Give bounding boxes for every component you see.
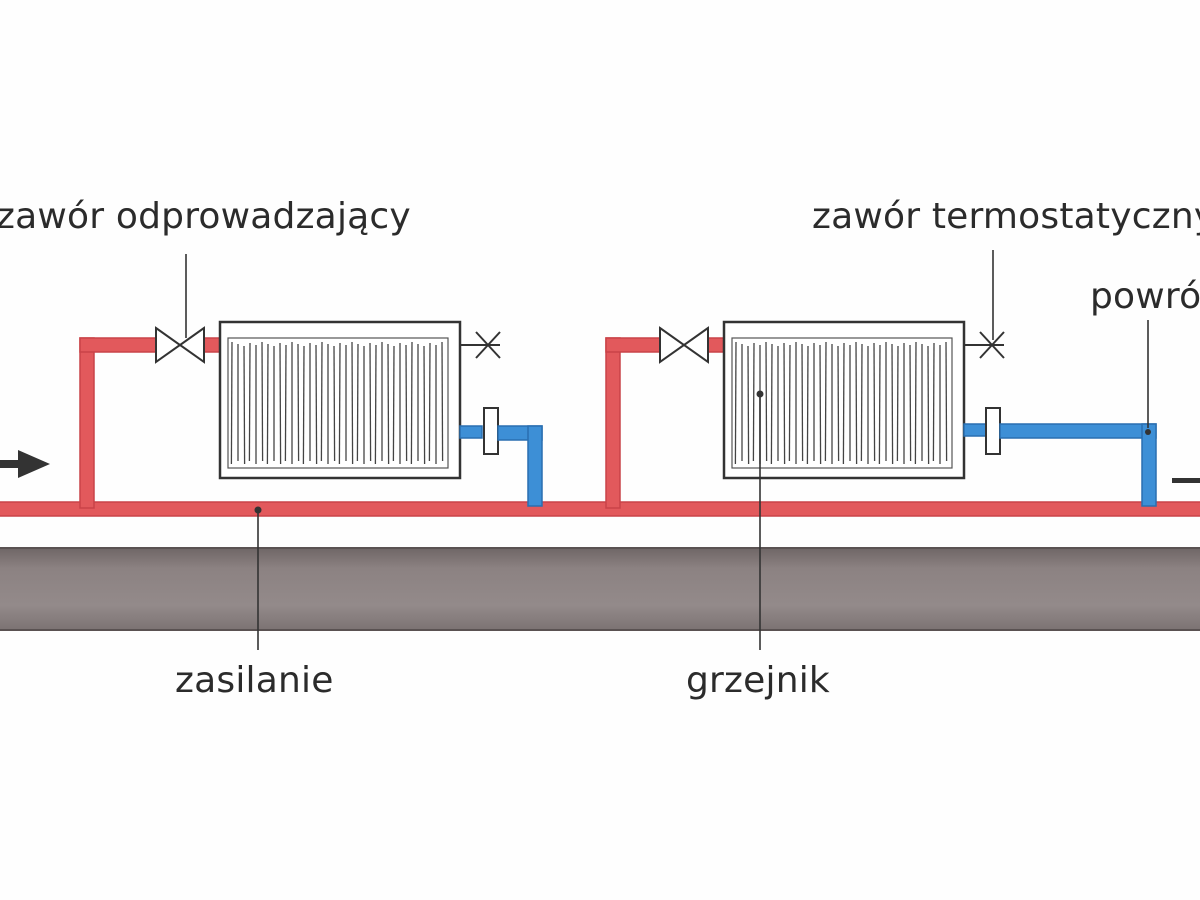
radiator-fin — [428, 342, 431, 462]
flow-arrow — [0, 450, 50, 478]
radiator-fin — [266, 343, 269, 465]
label-supply-line: zasilanie — [175, 660, 334, 701]
vent-valve-1 — [460, 331, 501, 359]
radiator-fin — [392, 345, 395, 462]
radiator-fin — [932, 342, 935, 462]
radiator-fin — [243, 345, 246, 465]
radiator-fin — [333, 345, 336, 462]
radiator-fin — [765, 341, 768, 462]
radiator-fin — [320, 341, 323, 462]
radiator-fin — [315, 344, 318, 465]
radiator-fin — [927, 345, 930, 465]
leader-dots — [254, 390, 1151, 514]
radiator-fin — [837, 345, 840, 462]
radiator-fin — [387, 343, 390, 465]
radiator-fin — [230, 341, 233, 465]
drain-valve-2 — [659, 326, 709, 364]
return-arrow-fragment — [1172, 478, 1200, 483]
radiator-fin — [801, 343, 804, 462]
radiator-fin — [374, 344, 377, 465]
radiator-fin — [891, 343, 894, 465]
return-connection-1 — [459, 407, 543, 507]
radiator-fin — [806, 345, 809, 465]
floor-slab — [0, 547, 1200, 631]
radiator-fin — [369, 342, 372, 462]
supply-riser-1 — [79, 337, 223, 509]
radiator-fin — [752, 342, 755, 462]
supply-main-pipe — [0, 501, 1200, 517]
radiator-fin — [842, 342, 845, 465]
radiator-fin — [297, 343, 300, 462]
radiator-fin — [783, 342, 786, 465]
radiator-fin — [878, 344, 881, 465]
radiator-fin — [909, 344, 912, 462]
radiator-fin — [873, 342, 876, 462]
label-return-line: powró — [1090, 276, 1200, 317]
radiator-fin — [351, 341, 354, 465]
radiator-fin — [747, 345, 750, 465]
radiator-fin — [734, 341, 737, 465]
radiator-fin — [945, 341, 948, 462]
drain-valve-1 — [155, 326, 205, 364]
radiator-1 — [218, 320, 462, 480]
radiator-fin — [405, 344, 408, 462]
radiator-fin — [248, 342, 251, 462]
radiator-fin — [914, 341, 917, 465]
radiator-fin — [860, 343, 863, 462]
radiator-2 — [722, 320, 966, 480]
radiator-fin — [284, 344, 287, 462]
label-thermostatic-valve: zawór termostatyczny — [812, 196, 1200, 237]
radiator-fin — [819, 344, 822, 465]
radiator-fin — [770, 343, 773, 465]
return-connection-2 — [963, 407, 1157, 507]
leader-lines — [185, 250, 1149, 650]
supply-riser-2 — [605, 337, 727, 509]
radiator-fin — [279, 342, 282, 465]
radiator-fin — [302, 345, 305, 465]
radiator-fin — [824, 341, 827, 462]
radiator-fin — [338, 342, 341, 465]
radiator-fin — [356, 343, 359, 462]
label-drain-valve: zawór odprowadzający — [0, 196, 411, 237]
radiator-fin — [855, 341, 858, 465]
radiator-fin — [896, 345, 899, 462]
radiator-fin — [410, 341, 413, 465]
radiator-fin — [423, 345, 426, 465]
thermostatic-valve — [964, 331, 1005, 359]
radiator-fin — [788, 344, 791, 462]
radiator-fin — [261, 341, 264, 462]
radiator-fin — [441, 341, 444, 462]
label-radiator: grzejnik — [686, 660, 830, 701]
